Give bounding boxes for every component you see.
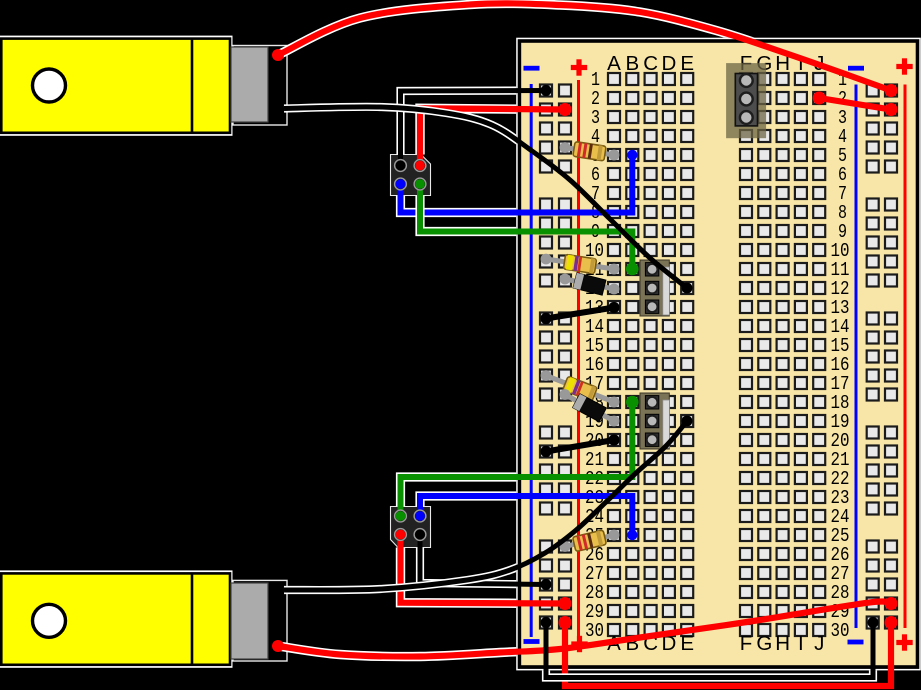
- svg-text:4: 4: [591, 126, 600, 148]
- svg-text:16: 16: [585, 354, 604, 376]
- svg-text:D: D: [661, 52, 676, 75]
- svg-text:15: 15: [585, 335, 604, 357]
- svg-text:I: I: [798, 52, 804, 75]
- svg-text:14: 14: [831, 316, 850, 338]
- svg-text:3: 3: [591, 107, 600, 129]
- svg-text:J: J: [814, 632, 824, 655]
- svg-text:30: 30: [585, 620, 604, 642]
- svg-text:7: 7: [591, 183, 600, 205]
- svg-text:F: F: [740, 632, 753, 655]
- svg-text:22: 22: [831, 468, 850, 490]
- svg-text:29: 29: [585, 601, 604, 623]
- svg-text:E: E: [680, 632, 694, 655]
- svg-text:21: 21: [585, 449, 604, 471]
- svg-text:13: 13: [831, 297, 850, 319]
- svg-text:2: 2: [591, 88, 600, 110]
- svg-text:3: 3: [838, 107, 847, 129]
- svg-text:28: 28: [831, 582, 850, 604]
- svg-text:24: 24: [831, 506, 850, 528]
- svg-text:6: 6: [591, 164, 600, 186]
- svg-text:4: 4: [838, 126, 847, 148]
- svg-text:6: 6: [838, 164, 847, 186]
- svg-text:15: 15: [831, 335, 850, 357]
- svg-text:E: E: [680, 52, 694, 75]
- svg-text:A: A: [607, 52, 621, 75]
- svg-text:D: D: [661, 632, 676, 655]
- svg-text:H: H: [775, 52, 790, 75]
- svg-text:28: 28: [585, 582, 604, 604]
- svg-text:20: 20: [831, 430, 850, 452]
- svg-text:10: 10: [585, 240, 604, 262]
- svg-text:11: 11: [831, 259, 850, 281]
- svg-text:25: 25: [831, 525, 850, 547]
- svg-text:19: 19: [831, 411, 850, 433]
- svg-text:16: 16: [831, 354, 850, 376]
- svg-text:21: 21: [831, 449, 850, 471]
- svg-text:26: 26: [585, 544, 604, 566]
- svg-text:1: 1: [838, 69, 847, 91]
- svg-text:G: G: [756, 632, 772, 655]
- svg-text:18: 18: [831, 392, 850, 414]
- svg-text:23: 23: [831, 487, 850, 509]
- svg-text:5: 5: [838, 145, 847, 167]
- svg-text:B: B: [625, 52, 639, 75]
- svg-text:8: 8: [838, 202, 847, 224]
- svg-text:14: 14: [585, 316, 604, 338]
- svg-text:17: 17: [831, 373, 850, 395]
- svg-text:27: 27: [831, 563, 850, 585]
- svg-text:10: 10: [831, 240, 850, 262]
- svg-text:7: 7: [838, 183, 847, 205]
- svg-text:I: I: [798, 632, 804, 655]
- svg-text:12: 12: [831, 278, 850, 300]
- svg-text:C: C: [643, 52, 658, 75]
- svg-text:H: H: [775, 632, 790, 655]
- svg-text:1: 1: [591, 69, 600, 91]
- svg-text:9: 9: [838, 221, 847, 243]
- svg-text:30: 30: [831, 620, 850, 642]
- svg-text:26: 26: [831, 544, 850, 566]
- svg-text:27: 27: [585, 563, 604, 585]
